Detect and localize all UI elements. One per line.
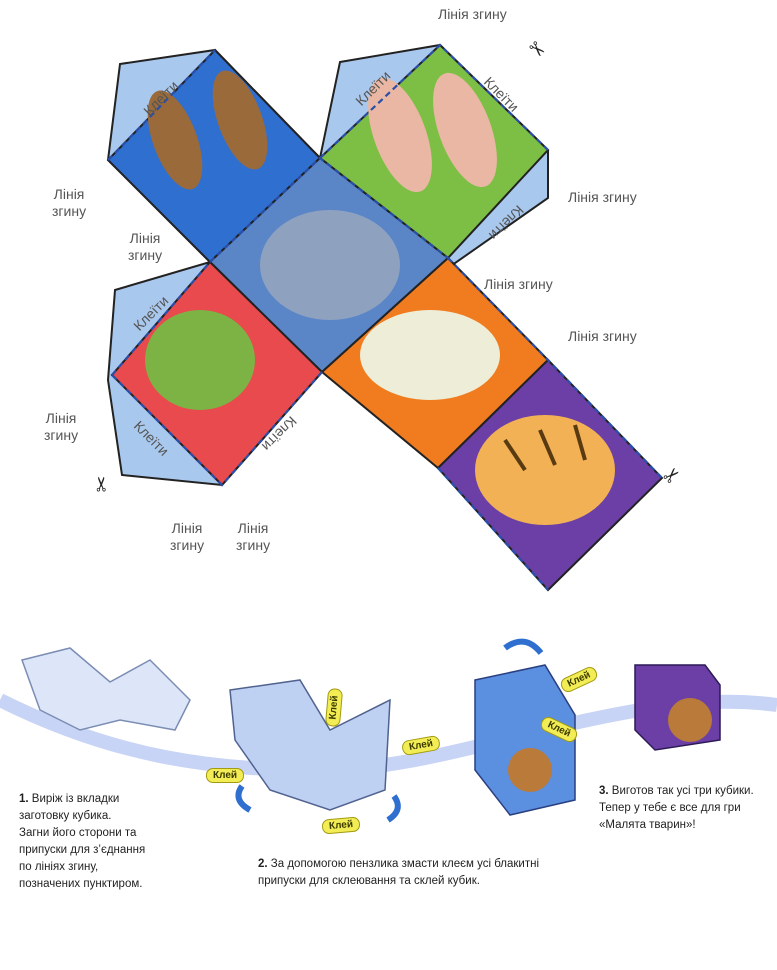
tiger-stripe	[503, 424, 587, 472]
fold-label-right-1: Лінія згину	[568, 189, 637, 205]
scissors-icon: ✂	[91, 475, 114, 493]
glue-tube-icon: Клей	[206, 768, 245, 783]
monkey-leg-right	[212, 70, 268, 170]
arrow-icon	[386, 794, 401, 823]
arrow-icon	[503, 638, 544, 655]
fold-label-right-3: Лінія згину	[568, 328, 637, 344]
elephant-body	[260, 210, 400, 320]
monkey-face	[668, 698, 712, 742]
cube-net	[106, 43, 664, 592]
assembly-illustrations	[0, 638, 777, 823]
crocodile-body	[145, 310, 255, 410]
folding-cube	[229, 679, 391, 811]
fold-label-right-2: Лінія згину	[484, 276, 553, 292]
assembled-cube-open	[474, 664, 576, 816]
step-1-text: 1. Виріж із вкладки заготовку кубика. За…	[19, 793, 146, 890]
arrow-icon	[235, 784, 252, 813]
monkey-leg-left	[147, 90, 203, 190]
sheep-body	[360, 310, 500, 400]
step-2-text: 2. За допомогою пензлика змасти клеєм ус…	[258, 858, 540, 887]
flat-cube-net	[21, 647, 191, 731]
fold-label-top: Лінія згину	[438, 6, 507, 22]
pig-leg-right	[433, 72, 497, 188]
monkey-face	[508, 748, 552, 792]
pig-leg-left	[368, 77, 432, 193]
step-3-text: 3. Виготов так усі три кубики. Тепер у т…	[599, 785, 754, 831]
fold-lines	[107, 43, 663, 591]
tiger-body	[475, 415, 615, 525]
